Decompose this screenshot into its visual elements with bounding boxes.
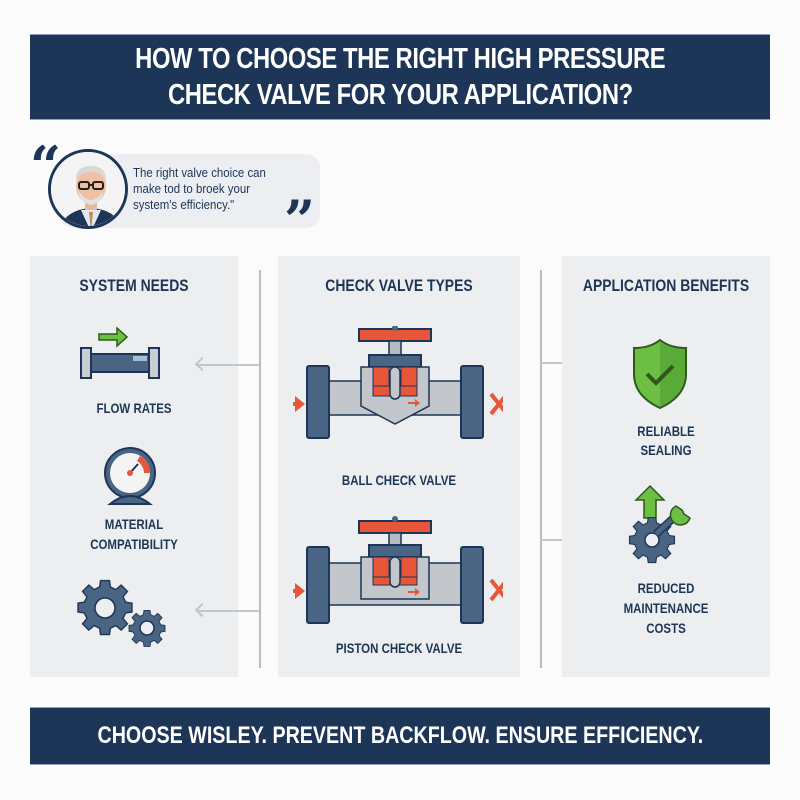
check-valve-types-panel: CHECK VALVE TYPES BALL CHECK VALVE PISTO…	[278, 256, 520, 677]
close-quote-icon: ”	[284, 188, 316, 252]
gears-icon	[77, 579, 166, 647]
quote-line-3: system's efficiency."	[133, 197, 235, 212]
reliable-label-line-2: SEALING	[640, 442, 692, 458]
application-benefits-panel: APPLICATION BENEFITS RELIABLE SEALING RE…	[562, 256, 770, 677]
reliable-label-line-1: RELIABLE	[637, 423, 695, 439]
quote-block: “ The right valve choice can make tod to…	[30, 139, 330, 247]
quote-line-1: The right valve choice can	[133, 165, 266, 180]
material-label-line-2: COMPATIBILITY	[90, 536, 178, 552]
reduced-label-line-3: COSTS	[646, 620, 686, 636]
left-connector-line	[259, 270, 261, 668]
quote-text: The right valve choice can make tod to b…	[133, 165, 313, 213]
piston-check-valve-label: PISTON CHECK VALVE	[335, 640, 463, 656]
material-label-line-1: MATERIAL	[104, 516, 164, 532]
arrow-to-flow-rates	[196, 364, 259, 366]
quote-line-2: make tod to broek your	[133, 181, 251, 196]
application-benefits-title: APPLICATION BENEFITS	[582, 276, 750, 295]
footer-banner: CHOOSE WISLEY. PREVENT BACKFLOW. ENSURE …	[30, 707, 770, 765]
check-valve-types-title: CHECK VALVE TYPES	[325, 276, 473, 295]
page-title-line-2: CHECK VALVE FOR YOUR APPLICATION?	[167, 79, 633, 111]
pressure-gauge-icon	[104, 447, 156, 505]
piston-check-valve-icon	[293, 516, 503, 624]
gear-wrench-icon	[628, 484, 691, 564]
flow-rates-label: FLOW RATES	[96, 400, 172, 416]
pipe-flow-icon	[80, 326, 160, 379]
reduced-label-line-2: MAINTENANCE	[623, 600, 709, 616]
system-needs-title: SYSTEM NEEDS	[79, 276, 189, 295]
system-needs-panel: SYSTEM NEEDS FLOW RATES MATERIAL COMPATI…	[30, 256, 238, 677]
avatar	[48, 149, 128, 229]
ball-check-valve-icon	[293, 326, 503, 439]
title-banner: HOW TO CHOOSE THE RIGHT HIGH PRESSURE CH…	[30, 34, 770, 120]
footer-tagline: CHOOSE WISLEY. PREVENT BACKFLOW. ENSURE …	[97, 722, 703, 749]
person-portrait-icon	[51, 152, 125, 226]
reduced-label-line-1: REDUCED	[637, 580, 695, 596]
page-title-line-1: HOW TO CHOOSE THE RIGHT HIGH PRESSURE	[134, 43, 666, 75]
right-connector-line	[540, 270, 542, 668]
shield-check-icon	[633, 338, 687, 410]
arrow-to-gears	[196, 610, 259, 612]
ball-check-valve-label: BALL CHECK VALVE	[341, 472, 457, 488]
